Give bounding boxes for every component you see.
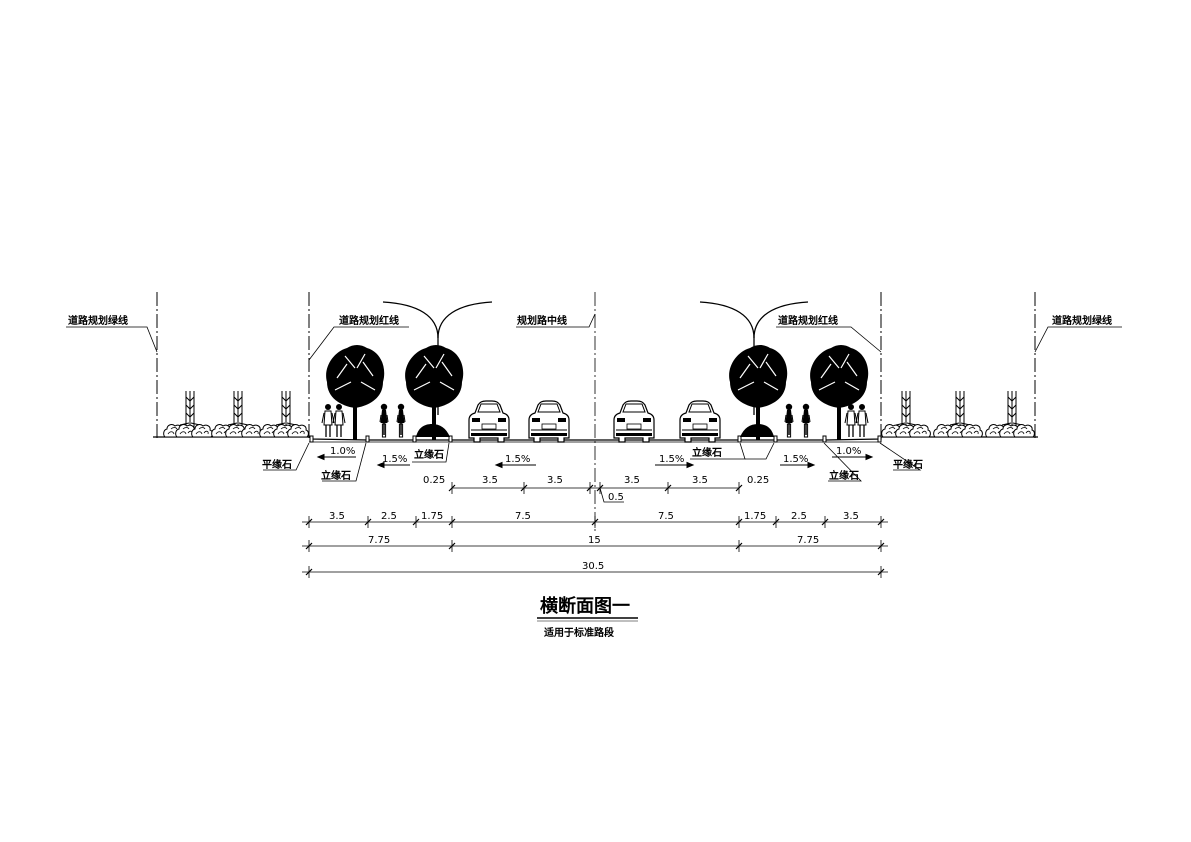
dimension-row-lanes	[448, 482, 743, 503]
dim-green-right: 1.75	[744, 511, 766, 522]
car-left-2	[528, 400, 570, 443]
diagram-title: 横断面图一	[540, 595, 630, 617]
tree-left-1	[325, 344, 385, 441]
cyclist-right-1	[784, 403, 794, 438]
slope-bike-right: 1.5%	[783, 454, 808, 465]
flat-curb-right-label: 平缘石	[893, 458, 923, 471]
car-right-1	[613, 400, 655, 443]
vertical-curb-left-outer-label: 立缘石	[321, 469, 351, 482]
red-line-right-label: 道路规划红线	[778, 314, 838, 327]
dim-sidewalk-right: 3.5	[843, 511, 859, 522]
planting-left	[163, 390, 309, 438]
car-right-2	[679, 400, 721, 443]
dim-lane-left-2: 3.5	[547, 475, 563, 486]
slope-sidewalk-right: 1.0%	[836, 446, 861, 457]
dim-median: 0.5	[608, 492, 624, 503]
center-line-label: 规划路中线	[517, 314, 567, 327]
pedestrian-right-1	[844, 403, 858, 438]
dim-curb-right: 0.25	[747, 475, 769, 486]
dim-bike-left: 2.5	[381, 511, 397, 522]
curb-markers	[309, 435, 882, 443]
tree-right-1	[728, 344, 788, 441]
slope-bike-left: 1.5%	[382, 454, 407, 465]
vertical-curb-left-inner-label: 立缘石	[414, 448, 444, 461]
slope-sidewalk-left: 1.0%	[330, 446, 355, 457]
pedestrian-right-2	[855, 403, 869, 438]
dimension-row-total	[302, 566, 888, 578]
dim-lane-right-2: 3.5	[692, 475, 708, 486]
vertical-curb-right-inner-label: 立缘石	[692, 446, 722, 459]
tree-left-2	[404, 344, 464, 441]
car-left-1	[468, 400, 510, 443]
cyclist-left-1	[379, 403, 389, 438]
dim-road-left: 7.5	[515, 511, 531, 522]
planting-right	[881, 390, 1035, 438]
cyclist-right-2	[801, 403, 811, 438]
dimension-row-sections	[302, 516, 888, 528]
dim-sidewalk-left: 3.5	[329, 511, 345, 522]
red-line-left-label: 道路规划红线	[339, 314, 399, 327]
vertical-curb-right-outer-label: 立缘石	[829, 469, 859, 482]
dim-side-left: 7.75	[368, 535, 390, 546]
dim-total-width: 30.5	[582, 561, 604, 572]
dim-lane-right-1: 3.5	[624, 475, 640, 486]
dim-curb-left: 0.25	[423, 475, 445, 486]
dim-side-right: 7.75	[797, 535, 819, 546]
leader-lines	[66, 313, 1122, 361]
dim-bike-right: 2.5	[791, 511, 807, 522]
green-line-right-label: 道路规划绿线	[1052, 314, 1112, 327]
pedestrian-left-2	[332, 403, 346, 438]
flat-curb-left-label: 平缘石	[262, 458, 292, 471]
cyclist-left-2	[396, 403, 406, 438]
dim-road-right: 7.5	[658, 511, 674, 522]
boundary-lines	[156, 292, 1036, 532]
dimension-row-halves	[302, 540, 888, 552]
pedestrian-left-1	[321, 403, 335, 438]
dim-green-left: 1.75	[421, 511, 443, 522]
curb-leaders	[263, 442, 922, 482]
green-line-left-label: 道路规划绿线	[68, 314, 128, 327]
dim-carriageway: 15	[588, 535, 601, 546]
slope-road-left: 1.5%	[505, 454, 530, 465]
slope-road-right: 1.5%	[659, 454, 684, 465]
dim-lane-left-1: 3.5	[482, 475, 498, 486]
slope-arrows	[317, 454, 873, 468]
ground-profile	[153, 436, 1038, 443]
diagram-subtitle: 适用于标准路段	[544, 626, 614, 639]
